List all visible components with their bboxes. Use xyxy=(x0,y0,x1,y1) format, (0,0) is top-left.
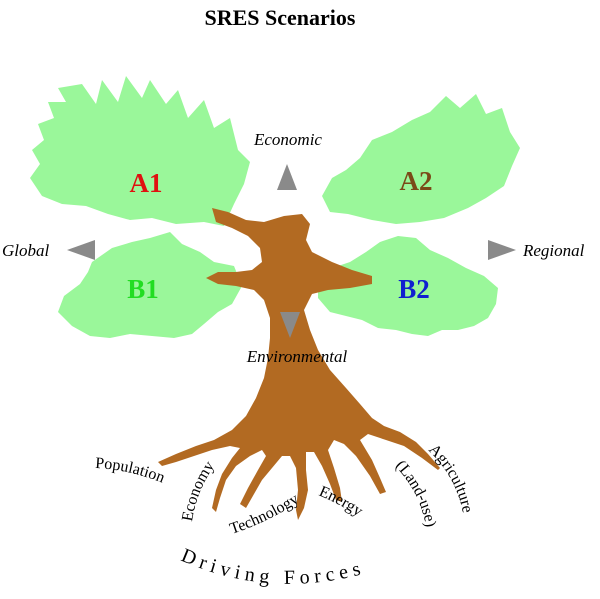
axis-label-economic: Economic xyxy=(253,130,322,149)
diagram-title: SRES Scenarios xyxy=(205,5,356,30)
driving-forces-label: Driving Forces xyxy=(178,544,367,588)
scenario-label-a2: A2 xyxy=(400,166,433,196)
arrow-right-icon xyxy=(488,240,516,260)
tree-trunk xyxy=(158,208,440,520)
arrow-down-icon xyxy=(280,312,300,338)
scenario-label-b2: B2 xyxy=(398,274,430,304)
scenario-label-b1: B1 xyxy=(127,274,159,304)
arrow-up-icon xyxy=(277,164,297,190)
root-label-land-use: (Land-use) xyxy=(392,457,439,528)
arrow-left-icon xyxy=(67,240,95,260)
foliage-b2 xyxy=(318,236,498,336)
root-label-population: Population xyxy=(95,455,167,487)
axis-label-regional: Regional xyxy=(522,241,585,260)
foliage-a1 xyxy=(30,76,250,226)
axis-label-environmental: Environmental xyxy=(246,347,348,366)
scenario-label-a1: A1 xyxy=(130,168,163,198)
foliage-b1 xyxy=(58,232,242,338)
root-label-economy: Economy xyxy=(179,458,218,522)
axis-label-global: Global xyxy=(2,241,50,260)
root-label-energy: Energy xyxy=(317,483,366,520)
foliage-a2 xyxy=(322,94,520,224)
root-label-technology: Technology xyxy=(228,490,302,537)
